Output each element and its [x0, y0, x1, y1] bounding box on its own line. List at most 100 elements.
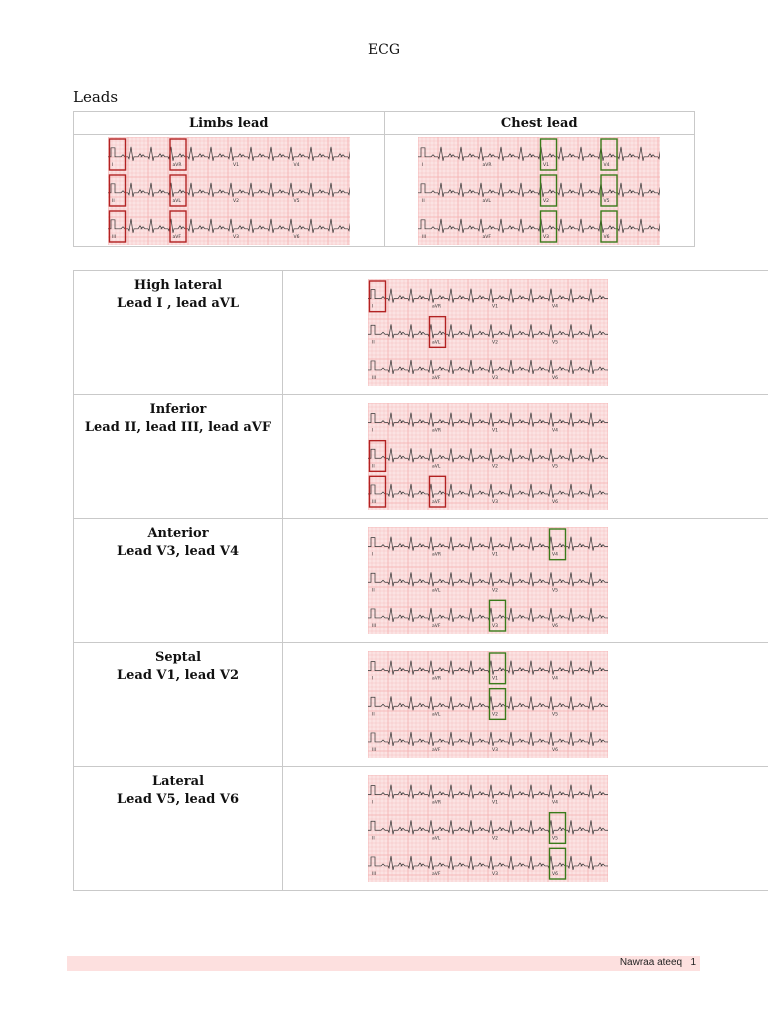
svg-text:V1: V1: [233, 161, 239, 167]
svg-text:II: II: [372, 711, 375, 717]
svg-text:V5: V5: [604, 197, 610, 203]
svg-text:V2: V2: [492, 339, 498, 345]
region-name: Septal: [154, 650, 202, 665]
region-leads: Lead V5, lead V6: [116, 792, 239, 807]
svg-text:II: II: [112, 197, 115, 203]
footer-page-number: 1: [690, 957, 696, 968]
region-leads: Lead V3, lead V4: [116, 544, 239, 559]
footer-author: Nawraa ateeq: [619, 957, 683, 968]
svg-text:III: III: [112, 233, 116, 239]
svg-text:aVL: aVL: [432, 711, 441, 717]
svg-text:V3: V3: [543, 233, 549, 239]
footer-text: Nawraa ateeq 1: [620, 957, 696, 968]
svg-text:V6: V6: [552, 375, 558, 381]
svg-text:III: III: [372, 747, 376, 753]
svg-text:V1: V1: [492, 428, 498, 434]
svg-text:V1: V1: [492, 676, 498, 682]
svg-text:aVR: aVR: [172, 161, 181, 167]
svg-text:aVL: aVL: [432, 587, 441, 593]
svg-text:aVR: aVR: [432, 428, 441, 434]
svg-text:III: III: [422, 233, 426, 239]
svg-text:I: I: [372, 800, 373, 806]
svg-text:II: II: [372, 835, 375, 841]
svg-text:V5: V5: [552, 339, 558, 345]
svg-text:V6: V6: [552, 623, 558, 629]
svg-text:aVR: aVR: [432, 304, 441, 310]
svg-text:III: III: [372, 499, 376, 505]
svg-text:V5: V5: [552, 463, 558, 469]
svg-text:aVR: aVR: [483, 161, 492, 167]
region-name: High lateral: [133, 278, 223, 293]
region-label: Anterior Lead V3, lead V4: [73, 518, 283, 643]
svg-text:aVR: aVR: [432, 552, 441, 558]
region-leads: Lead V1, lead V2: [116, 668, 239, 683]
svg-text:V3: V3: [492, 623, 498, 629]
svg-text:V5: V5: [293, 197, 299, 203]
svg-text:V4: V4: [552, 676, 558, 682]
svg-text:II: II: [372, 463, 375, 469]
section-heading: Leads: [73, 88, 119, 106]
svg-text:I: I: [112, 161, 113, 167]
svg-text:V1: V1: [492, 800, 498, 806]
svg-text:V1: V1: [492, 552, 498, 558]
svg-text:V5: V5: [552, 835, 558, 841]
svg-text:V4: V4: [604, 161, 610, 167]
svg-text:V6: V6: [293, 233, 299, 239]
svg-text:V3: V3: [492, 871, 498, 877]
document-title: ECG: [367, 42, 401, 58]
svg-text:II: II: [372, 339, 375, 345]
region-leads: Lead II, lead III, lead aVF: [84, 420, 272, 435]
svg-text:aVF: aVF: [432, 623, 441, 629]
svg-text:III: III: [372, 623, 376, 629]
svg-text:V4: V4: [552, 800, 558, 806]
region-label: High lateral Lead I , lead aVL: [73, 270, 283, 395]
svg-text:V2: V2: [492, 587, 498, 593]
region-name: Lateral: [151, 774, 205, 789]
footer-bar: Nawraa ateeq 1: [67, 956, 700, 971]
svg-text:II: II: [422, 197, 425, 203]
svg-text:aVF: aVF: [432, 499, 441, 505]
svg-text:aVL: aVL: [432, 835, 441, 841]
svg-text:aVL: aVL: [432, 463, 441, 469]
region-label: Septal Lead V1, lead V2: [73, 642, 283, 767]
region-label: Lateral Lead V5, lead V6: [73, 766, 283, 891]
svg-text:aVF: aVF: [432, 375, 441, 381]
svg-text:II: II: [372, 587, 375, 593]
svg-text:V6: V6: [552, 747, 558, 753]
svg-text:I: I: [372, 552, 373, 558]
region-leads: Lead I , lead aVL: [116, 296, 239, 311]
svg-text:V2: V2: [492, 711, 498, 717]
svg-text:V1: V1: [543, 161, 549, 167]
limbs-lead-header: Limbs lead: [73, 111, 385, 135]
svg-text:aVL: aVL: [483, 197, 492, 203]
svg-text:aVR: aVR: [432, 800, 441, 806]
svg-text:aVL: aVL: [172, 197, 181, 203]
svg-text:I: I: [372, 304, 373, 310]
region-name: Anterior: [147, 526, 209, 541]
region-name: Inferior: [149, 402, 207, 417]
svg-text:I: I: [422, 161, 423, 167]
svg-text:V4: V4: [552, 304, 558, 310]
svg-text:aVF: aVF: [172, 233, 181, 239]
svg-text:V6: V6: [552, 499, 558, 505]
svg-text:V3: V3: [492, 747, 498, 753]
svg-text:aVF: aVF: [483, 233, 492, 239]
svg-text:aVF: aVF: [432, 871, 441, 877]
